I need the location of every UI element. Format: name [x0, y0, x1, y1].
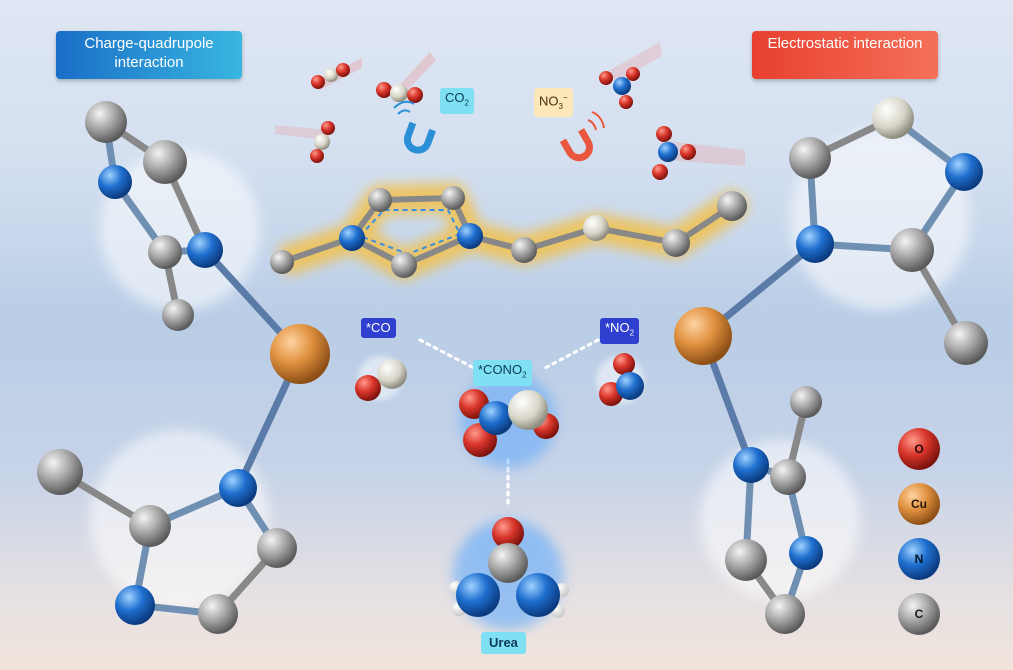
title-electrostatic: Electrostatic interaction	[752, 31, 938, 79]
label-urea: Urea	[481, 632, 526, 654]
central-cation	[270, 186, 747, 278]
label-cono2: *CONO2	[473, 360, 532, 386]
label-co2: CO2	[440, 88, 474, 114]
label-no3: NO3−	[534, 88, 573, 117]
co2-molecule-2	[376, 82, 423, 103]
no2-adsorbate	[596, 353, 644, 406]
no3-molecule-2	[652, 126, 696, 180]
co2-molecule-1	[311, 63, 350, 89]
magnet-icon-left	[394, 102, 436, 158]
no3-molecules	[599, 67, 696, 180]
label-no2-adsorbate: *NO2	[600, 318, 639, 344]
co2-molecules	[310, 63, 423, 163]
legend-label-n: N	[897, 552, 941, 566]
co2-molecule-3	[310, 121, 335, 163]
magnet-icon-right	[560, 112, 604, 166]
legend-label-c: C	[897, 607, 941, 621]
urea-molecule	[449, 517, 569, 630]
label-co-adsorbate: *CO	[361, 318, 396, 338]
legend-label-cu: Cu	[897, 497, 941, 511]
title-charge-quadrupole: Charge-quadrupole interaction	[56, 31, 242, 79]
legend-label-o: O	[897, 442, 941, 456]
legend-icons	[898, 428, 940, 635]
cono2-intermediate	[459, 372, 559, 468]
co-adsorbate	[355, 356, 407, 401]
